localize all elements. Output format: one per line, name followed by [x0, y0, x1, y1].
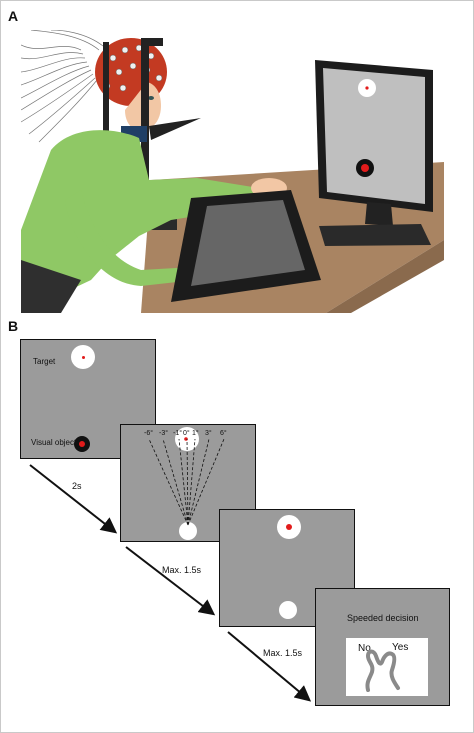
screen-speeded-decision: Speeded decision No Yes	[315, 588, 450, 706]
angle-label-minus6: -6°	[144, 430, 154, 437]
no-label: No	[358, 643, 371, 654]
arrow-label-max-2: Max. 1.5s	[263, 648, 303, 658]
angle-label-minus1: -1°	[173, 430, 183, 437]
panel-a-illustration	[21, 30, 444, 313]
yes-label: Yes	[392, 642, 409, 653]
angle-label-6: 6°	[220, 430, 227, 437]
visual-object-dot	[79, 441, 85, 447]
shirt	[21, 130, 277, 313]
visual-object-label: Visual object	[31, 438, 77, 447]
angle-label-minus3: -3°	[159, 430, 169, 437]
speeded-decision-label: Speeded decision	[347, 613, 419, 623]
arrow-label-2s: 2s	[72, 481, 82, 491]
start-circle	[279, 601, 297, 619]
arrow-label-max-1: Max. 1.5s	[162, 565, 202, 575]
angle-label-3: 3°	[205, 430, 212, 437]
target-label: Target	[33, 357, 56, 366]
trajectory-shape	[365, 649, 400, 692]
target-dot	[81, 355, 85, 359]
target-circle	[71, 345, 95, 369]
target-dot-2	[286, 524, 292, 530]
electrode-wires	[21, 30, 104, 143]
panel-a-label: A	[8, 8, 19, 24]
angle-lines	[148, 427, 225, 540]
angle-label-1: 1°	[192, 430, 199, 437]
target-circle-2	[277, 515, 301, 539]
eeg-setup-illustration	[21, 30, 444, 313]
angle-label-0: 0°	[183, 430, 190, 437]
panel-b-label: B	[8, 318, 19, 334]
visual-object-circle	[74, 436, 90, 452]
decision-box: No Yes	[346, 638, 428, 696]
